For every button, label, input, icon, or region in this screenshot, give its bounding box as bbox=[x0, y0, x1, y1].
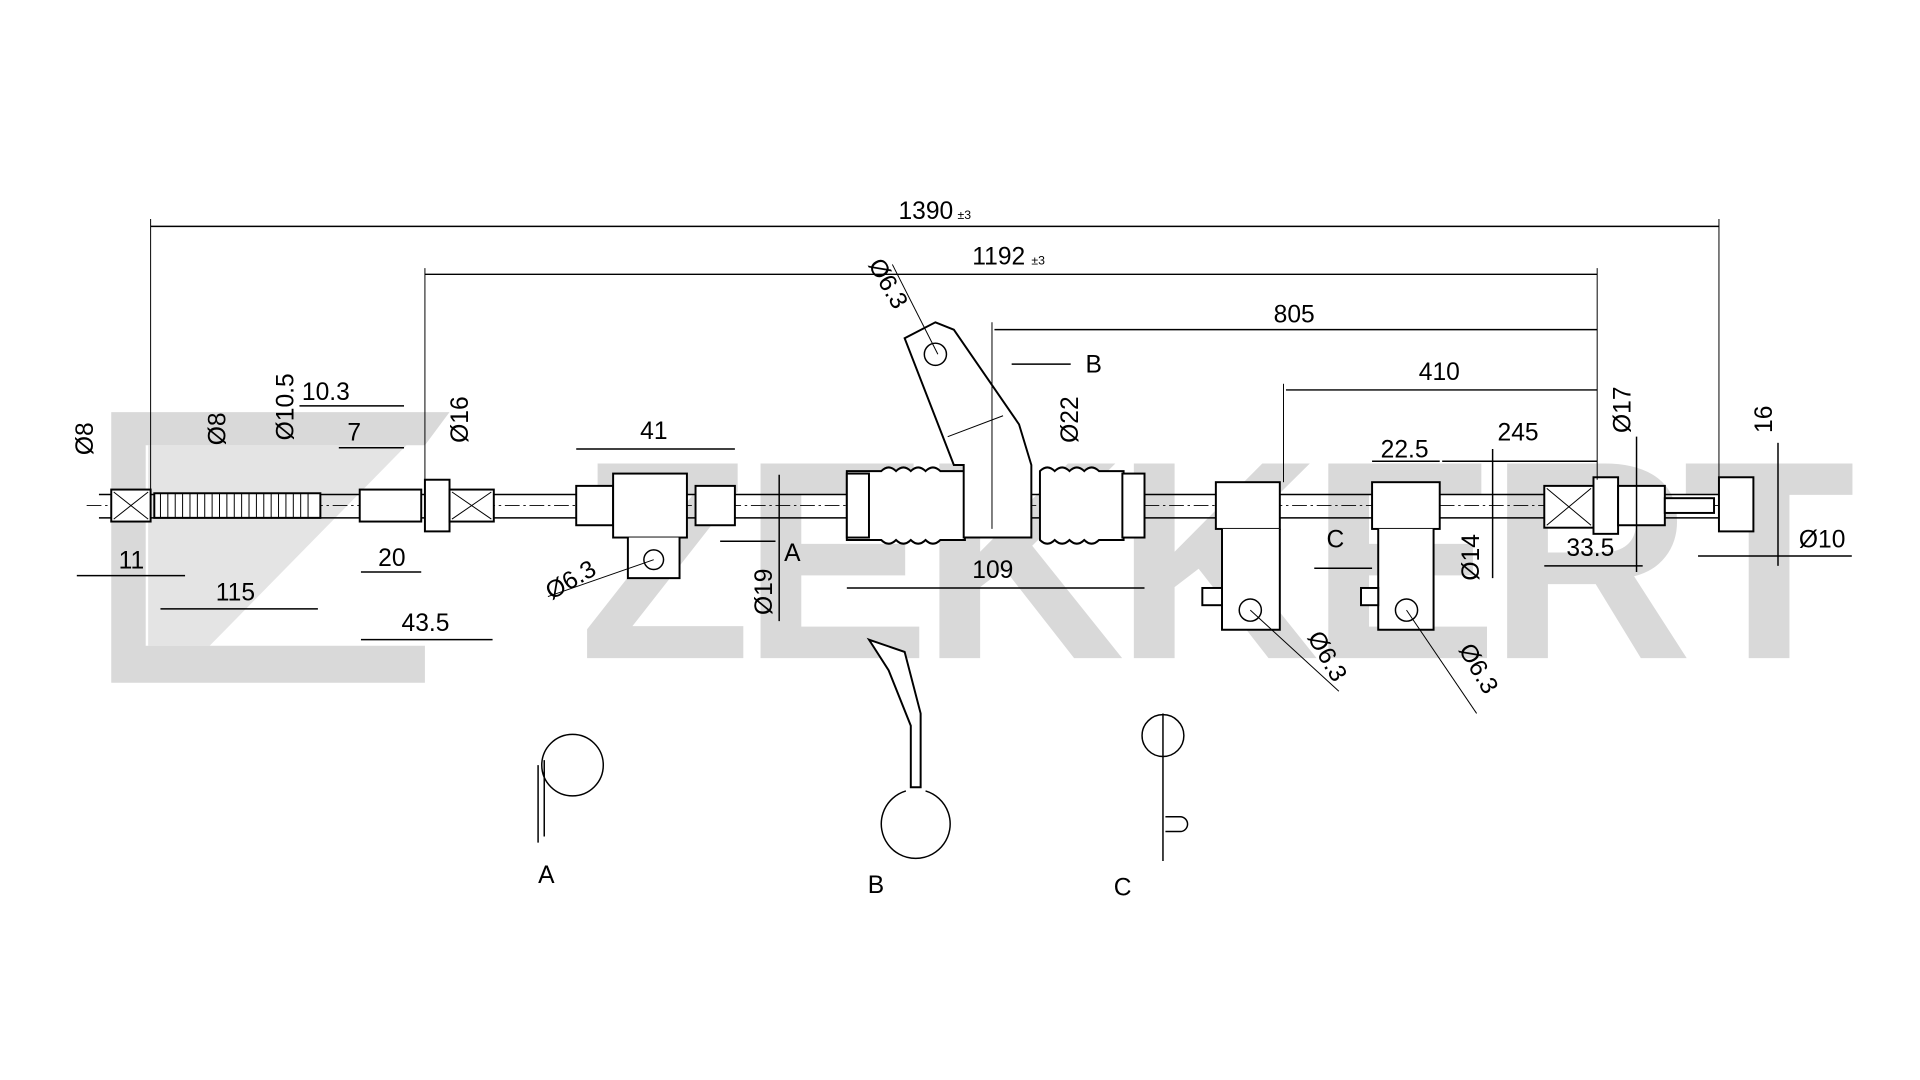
dia-14: Ø14 bbox=[1458, 534, 1485, 581]
detail-view-b: B bbox=[866, 637, 951, 899]
tolerance-1192: ±3 bbox=[1031, 253, 1045, 267]
dim-109: 109 bbox=[972, 557, 1013, 584]
dim-41: 41 bbox=[640, 418, 667, 445]
dim-20: 20 bbox=[378, 545, 405, 572]
dim-33-5: 33.5 bbox=[1566, 535, 1614, 562]
dim-115: 115 bbox=[216, 579, 255, 606]
dim-11: 11 bbox=[119, 547, 145, 574]
view-arrow-a: A bbox=[784, 540, 801, 567]
dim-22-5: 22.5 bbox=[1381, 437, 1429, 464]
dia-16: Ø16 bbox=[447, 396, 474, 443]
dia-8-spring: Ø8 bbox=[205, 412, 232, 445]
dim-805: 805 bbox=[1274, 301, 1315, 328]
dia-8-end: Ø8 bbox=[72, 422, 99, 455]
dimension-labels: 1390 ±3 1192 ±3 805 410 245 22.5 41 109 … bbox=[72, 198, 1846, 699]
view-arrow-b: B bbox=[1085, 352, 1101, 379]
dim-1390: 1390 bbox=[898, 198, 953, 225]
dim-245: 245 bbox=[1498, 419, 1539, 446]
view-arrow-c: C bbox=[1327, 526, 1345, 553]
dia-10-5: Ø10.5 bbox=[272, 373, 299, 440]
tolerance-1390: ±3 bbox=[958, 208, 972, 222]
hole-b-dia: Ø6.3 bbox=[863, 254, 913, 314]
dim-410: 410 bbox=[1419, 359, 1460, 386]
dia-17: Ø17 bbox=[1609, 386, 1636, 433]
dia-19: Ø19 bbox=[751, 569, 778, 616]
dia-10: Ø10 bbox=[1799, 526, 1845, 553]
detail-label-b: B bbox=[868, 872, 884, 899]
cable-assembly bbox=[86, 321, 1755, 631]
dia-22: Ø22 bbox=[1057, 396, 1084, 443]
dim-1192: 1192 bbox=[972, 243, 1025, 270]
detail-view-c: C bbox=[1114, 713, 1189, 901]
dim-16: 16 bbox=[1751, 406, 1778, 433]
dimension-lines bbox=[76, 218, 1852, 714]
detail-view-a: A bbox=[537, 733, 605, 889]
dim-10-3: 10.3 bbox=[302, 379, 350, 406]
detail-label-c: C bbox=[1114, 874, 1132, 901]
detail-label-a: A bbox=[538, 862, 555, 889]
dim-7: 7 bbox=[347, 419, 361, 446]
watermark-text: ZEKKERT bbox=[579, 402, 1855, 718]
dim-43-5: 43.5 bbox=[402, 610, 450, 637]
